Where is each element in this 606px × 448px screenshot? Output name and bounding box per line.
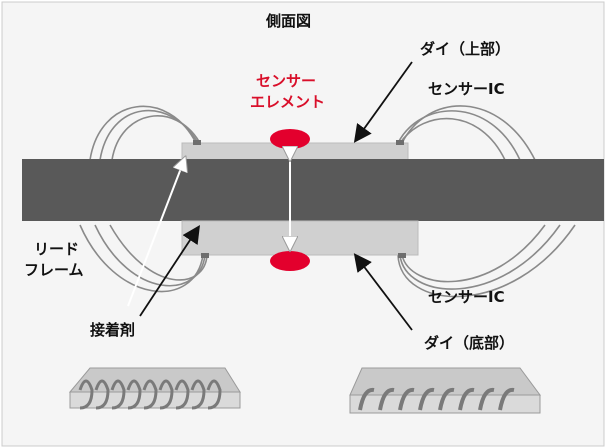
label-sensor-ic-bottom: センサーIC xyxy=(428,288,505,306)
label-sensor-element-line1: センサー xyxy=(256,72,317,90)
label-sensor-ic-top: センサーIC xyxy=(428,80,505,98)
diagram-title: 側面図 xyxy=(266,12,312,30)
sensor-element-top xyxy=(270,129,310,149)
bond-pads xyxy=(193,140,406,258)
leader-arrows xyxy=(139,61,413,331)
package-illustration-left xyxy=(68,367,241,410)
label-lead-frame-line1: リード xyxy=(34,240,80,258)
die-bottom xyxy=(181,220,419,256)
label-lead-frame-line2: フレーム xyxy=(24,261,84,279)
lead-frame xyxy=(22,159,604,221)
bond-wires-lower-right xyxy=(397,224,576,298)
label-sensor-element-line2: エレメント xyxy=(250,93,326,111)
label-adhesive: 接着剤 xyxy=(90,321,136,339)
adhesive-arrow-top xyxy=(127,163,183,307)
label-die-top: ダイ（上部） xyxy=(420,40,511,58)
bond-wires-upper-left xyxy=(89,105,201,161)
label-die-bottom: ダイ（底部） xyxy=(424,334,515,352)
sensor-element-bottom xyxy=(270,251,310,271)
bond-wires-upper-right xyxy=(397,105,536,161)
package-illustration-right xyxy=(349,367,541,414)
